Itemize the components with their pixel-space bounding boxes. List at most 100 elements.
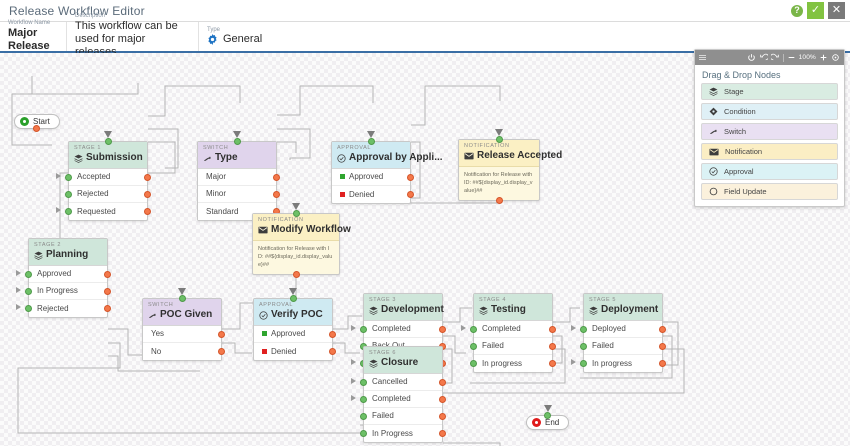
node-row[interactable]: In Progress (360, 425, 446, 442)
palette-item-switch[interactable]: Switch (701, 123, 838, 140)
zoom-in-icon[interactable] (819, 53, 828, 62)
node-verify-poc[interactable]: APPROVAL Verify POC Approved Denied (253, 288, 336, 361)
node-row[interactable]: Yes (143, 325, 225, 343)
port-in[interactable] (360, 412, 367, 420)
node-row[interactable]: Completed (351, 321, 446, 338)
palette-item-approval[interactable]: Approval (701, 163, 838, 180)
port-out[interactable] (407, 190, 414, 198)
port-out[interactable] (549, 342, 556, 350)
node-row[interactable]: Major (198, 168, 280, 186)
palette-item-notification[interactable]: Notification (701, 143, 838, 160)
node-planning[interactable]: STAGE 2 Planning Approved In Progress Re… (16, 238, 111, 318)
port-out[interactable] (218, 330, 225, 338)
palette-item-stage[interactable]: Stage (701, 83, 838, 100)
node-release-accepted[interactable]: NOTIFICATION Release Accepted Notificati… (458, 129, 562, 205)
help-icon[interactable]: ? (791, 4, 803, 17)
port-in[interactable] (178, 295, 186, 302)
port-in[interactable] (65, 207, 72, 215)
port-out[interactable] (329, 330, 336, 338)
redo-icon[interactable] (770, 53, 780, 62)
port-in[interactable] (104, 138, 112, 145)
port-out[interactable] (439, 412, 446, 420)
zoom-out-icon[interactable] (787, 53, 796, 62)
port-out[interactable] (104, 304, 111, 312)
port-out[interactable] (495, 197, 503, 205)
node-row[interactable]: Denied (332, 186, 414, 203)
port-out[interactable] (218, 347, 225, 355)
port-out[interactable] (659, 342, 666, 350)
node-row[interactable]: Approved (254, 326, 336, 343)
node-type[interactable]: SWITCH Type Major Minor Standard (197, 131, 280, 221)
node-row[interactable]: Requested (56, 203, 151, 220)
workflow-description-field[interactable]: Description This workflow can be used fo… (66, 13, 198, 58)
reset-icon[interactable] (831, 53, 840, 62)
port-out[interactable] (439, 429, 446, 437)
node-row[interactable]: Rejected (65, 186, 151, 203)
port-out[interactable] (144, 173, 151, 181)
port-out[interactable] (549, 359, 556, 367)
node-row[interactable]: Completed (351, 391, 446, 408)
palette-item-field-update[interactable]: Field Update (701, 183, 838, 200)
port-out[interactable] (33, 125, 41, 132)
node-row[interactable]: No (143, 342, 225, 360)
port-in[interactable] (289, 295, 297, 302)
node-row[interactable]: Cancelled (351, 374, 446, 391)
workflow-type-field[interactable]: Type General (198, 22, 298, 51)
port-in[interactable] (360, 395, 367, 403)
port-in[interactable] (292, 210, 300, 217)
node-row[interactable]: In Progress (16, 283, 111, 300)
node-row[interactable]: Rejected (16, 300, 111, 317)
node-row[interactable]: In progress (470, 355, 556, 372)
port-in[interactable] (233, 138, 241, 145)
node-row[interactable]: Failed (580, 338, 666, 355)
port-in[interactable] (470, 359, 477, 367)
node-testing[interactable]: STAGE 4 Testing Completed Failed In prog… (461, 293, 556, 373)
node-row[interactable]: Deployed (571, 321, 666, 338)
start-node[interactable]: Start (14, 114, 60, 132)
node-row[interactable]: Completed (461, 321, 556, 338)
node-row[interactable]: Approved (332, 169, 414, 186)
port-out[interactable] (439, 395, 446, 403)
port-out[interactable] (273, 190, 280, 198)
port-in[interactable] (65, 190, 72, 198)
node-row[interactable]: In progress (571, 355, 666, 372)
node-closure[interactable]: STAGE 6 Closure Cancelled Completed Fail… (351, 346, 446, 443)
workflow-name-field[interactable]: Workflow Name Major Release (0, 20, 66, 52)
port-out[interactable] (104, 270, 111, 278)
end-node[interactable]: End (526, 405, 570, 430)
node-approval-by-application[interactable]: APPROVAL Approval by Appli... Approved D… (331, 131, 443, 204)
port-out[interactable] (439, 378, 446, 386)
port-in[interactable] (360, 325, 367, 333)
node-row[interactable]: Approved (16, 266, 111, 283)
port-in[interactable] (580, 359, 587, 367)
port-in[interactable] (65, 173, 72, 181)
save-button[interactable]: ✓ (807, 2, 824, 19)
port-in[interactable] (544, 412, 552, 419)
port-out[interactable] (144, 190, 151, 198)
node-modify-workflow[interactable]: NOTIFICATION Modify Workflow Notificatio… (252, 203, 351, 279)
port-out[interactable] (659, 325, 666, 333)
port-out[interactable] (549, 325, 556, 333)
node-poc-given[interactable]: SWITCH POC Given Yes No (142, 288, 225, 361)
node-submission[interactable]: STAGE 1 Submission Accepted Rejected Req… (56, 131, 151, 221)
port-in[interactable] (580, 342, 587, 350)
port-out[interactable] (104, 287, 111, 295)
close-button[interactable]: ✕ (828, 2, 845, 19)
port-out[interactable] (439, 325, 446, 333)
port-in[interactable] (470, 342, 477, 350)
node-row[interactable]: Denied (254, 343, 336, 360)
node-row[interactable]: Accepted (56, 169, 151, 186)
port-in[interactable] (367, 138, 375, 145)
node-row[interactable]: Minor (198, 185, 280, 203)
power-icon[interactable] (747, 53, 756, 62)
port-in[interactable] (470, 325, 477, 333)
port-out[interactable] (144, 207, 151, 215)
undo-icon[interactable] (759, 53, 768, 62)
port-in[interactable] (25, 304, 32, 312)
port-out[interactable] (273, 173, 280, 181)
port-out[interactable] (659, 359, 666, 367)
node-row[interactable]: Failed (360, 408, 446, 425)
node-row[interactable]: Failed (470, 338, 556, 355)
drag-handle[interactable] (699, 55, 706, 60)
port-out[interactable] (407, 173, 414, 181)
